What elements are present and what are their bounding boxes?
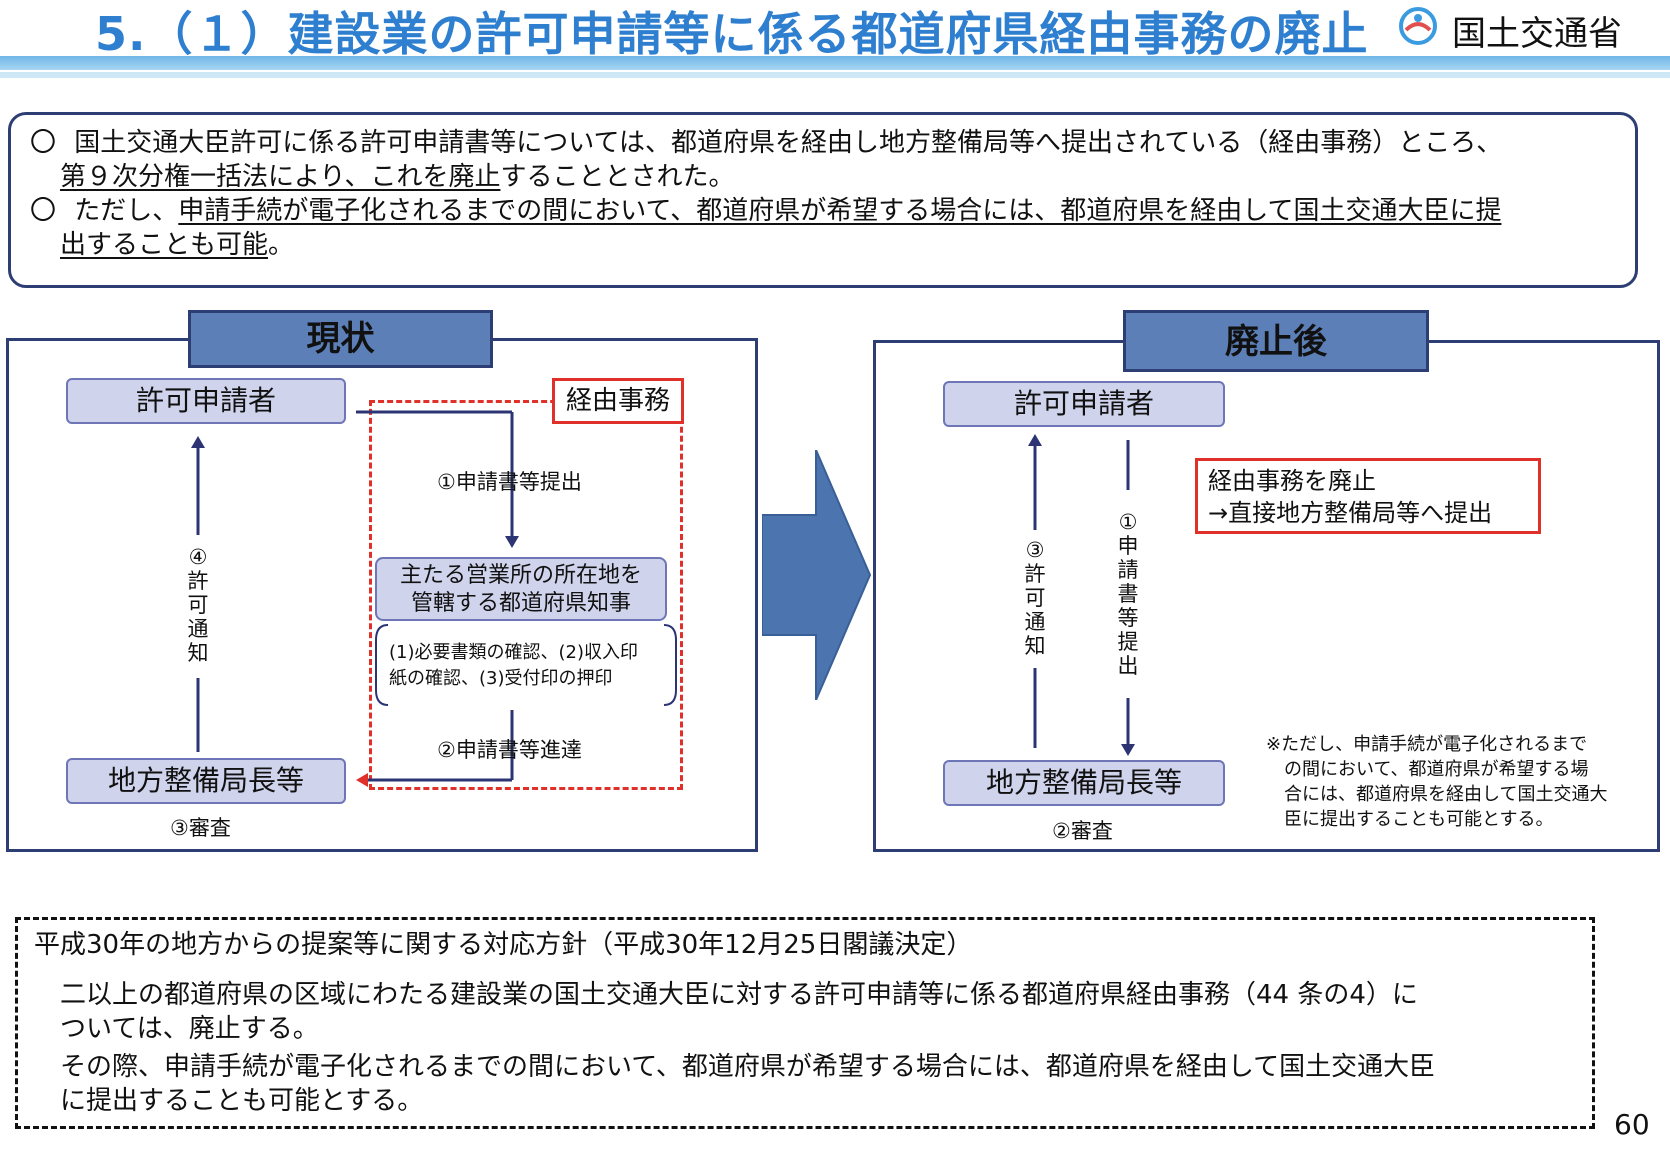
relay-dashed-region (369, 400, 683, 790)
after-step2-label: ②審査 (1052, 819, 1113, 843)
after-tab: 廃止後 (1123, 310, 1429, 372)
arrow-head (356, 773, 368, 787)
prefecture-checks-text: (1)必要書類の確認、(2)収入印 紙の確認、(3)受付印の押印 (389, 642, 638, 689)
abolish-note-box: 経由事務を廃止 →直接地方整備局等へ提出 (1195, 458, 1541, 534)
after-step3-vertical: ③ 許 可 通 知 (1024, 538, 1046, 658)
decision-line-4: に提出することも可能とする。 (60, 1086, 424, 1116)
check-bracket-left (375, 624, 389, 706)
current-step2-label: ②申請書等進達 (437, 738, 582, 762)
after-step1-vertical: ① 申 請 書 等 提 出 (1117, 510, 1139, 678)
decision-heading: 平成30年の地方からの提案等に関する対応方針（平成30年12月25日閣議決定） (34, 930, 973, 960)
arrow-head (1028, 434, 1042, 446)
decision-line-3: その際、申請手続が電子化されるまでの間において、都道府県が希望する場合には、都道… (60, 1052, 1436, 1082)
current-step3-label: ③審査 (170, 816, 231, 840)
current-tab: 現状 (188, 310, 493, 368)
after-bureau-node: 地方整備局長等 (943, 760, 1225, 806)
summary-line-2: 第９次分権一括法により、これを廃止することとされた。 (60, 160, 734, 194)
summary-text-2-underlined: 第９次分権一括法により、これを廃止 (60, 162, 501, 192)
arrow-head (505, 536, 519, 548)
current-step1-label: ①申請書等提出 (437, 470, 582, 494)
ministry-name: 国土交通省 (1452, 14, 1622, 54)
header-band-light (0, 72, 1670, 78)
current-applicant-node: 許可申請者 (66, 378, 346, 424)
bullet: 〇 (30, 196, 57, 226)
page-number: 60 (1614, 1108, 1650, 1141)
relay-label-box: 経由事務 (552, 378, 684, 424)
page-title: 5.（１）建設業の許可申請等に係る都道府県経由事務の廃止 (95, 7, 1369, 61)
summary-box (8, 112, 1638, 288)
summary-text-1: 国土交通大臣許可に係る許可申請書等については、都道府県を経由し地方整備局等へ提出… (74, 128, 1503, 158)
mlit-logo-icon (1399, 7, 1437, 45)
current-bureau-node: 地方整備局長等 (66, 758, 346, 804)
summary-line-4: 出することも可能。 (60, 228, 294, 262)
summary-text-2: することとされた。 (500, 162, 735, 192)
summary-text-3-lead: ただし、 (74, 196, 179, 226)
prefecture-governor-node: 主たる営業所の所在地を 管轄する都道府県知事 (375, 557, 667, 621)
after-applicant-node: 許可申請者 (943, 381, 1225, 427)
decision-line-1: 二以上の都道府県の区域にわたる建設業の国土交通大臣に対する許可申請等に係る都道府… (60, 980, 1418, 1010)
cabinet-decision-box (15, 917, 1595, 1129)
summary-line-3: 〇 ただし、申請手続が電子化されるまでの間において、都道府県が希望する場合には、… (30, 194, 1501, 228)
current-step4-vertical: ④ 許 可 通 知 (187, 545, 209, 665)
summary-line-1: 〇 国土交通大臣許可に係る許可申請書等については、都道府県を経由し地方整備局等へ… (30, 126, 1502, 160)
decision-line-2: ついては、廃止する。 (60, 1014, 319, 1044)
arrow-head (1121, 744, 1135, 756)
bullet: 〇 (30, 128, 57, 158)
arrow-head (191, 436, 205, 448)
summary-text-4: 。 (268, 230, 295, 260)
transition-arrow-icon (762, 450, 872, 700)
summary-text-3-underlined: 申請手続が電子化されるまでの間において、都道府県が希望する場合には、都道府県を経… (178, 196, 1502, 226)
after-footnote: ※ただし、申請手続が電子化されるまで の間において、都道府県が希望する場 合には… (1266, 734, 1608, 830)
header-band (0, 56, 1670, 70)
check-bracket-right (663, 624, 677, 706)
summary-text-4-underlined: 出することも可能 (60, 230, 269, 260)
